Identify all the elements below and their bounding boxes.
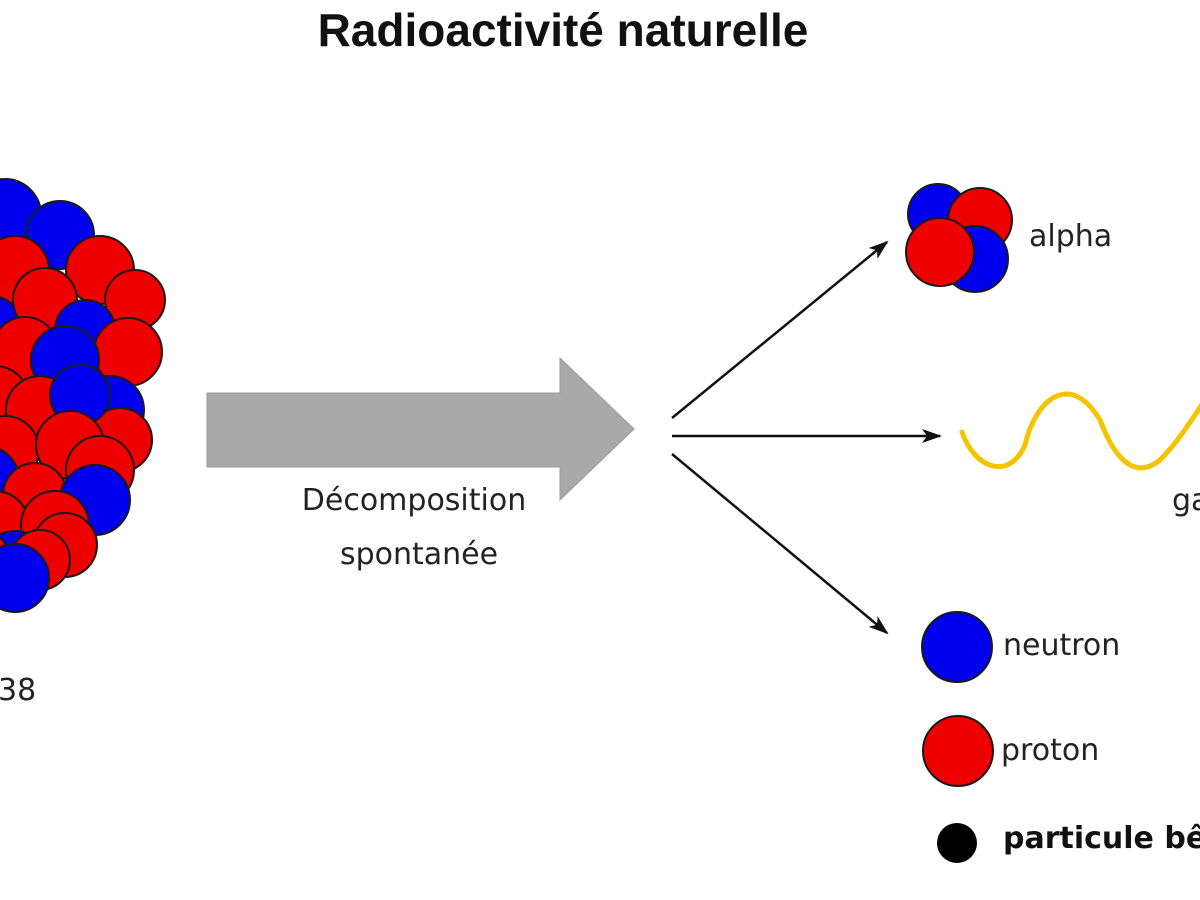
legend-proton-label: proton — [1001, 733, 1099, 768]
process-label-line2: spontanée — [340, 537, 498, 572]
legend-proton-swatch — [922, 715, 994, 787]
diagram-title: Radioactivité naturelle — [318, 4, 809, 56]
alpha-particle — [905, 183, 1013, 293]
alpha-proton-front — [905, 217, 975, 287]
gamma-wave — [959, 391, 1200, 471]
process-label-line1: Décomposition — [302, 483, 526, 518]
decay-arrow — [206, 356, 635, 502]
nucleus-label: 38 — [0, 673, 36, 708]
legend-beta-swatch — [937, 823, 977, 863]
arrow-to-alpha — [671, 240, 889, 419]
legend-beta-label: particule bê — [1003, 821, 1200, 856]
nucleus-neutron-28 — [0, 543, 50, 613]
gamma-label: ga — [1172, 483, 1200, 518]
uranium-nucleus — [0, 178, 166, 613]
legend-neutron-label: neutron — [1003, 628, 1120, 663]
alpha-label: alpha — [1029, 219, 1112, 254]
legend-neutron-swatch — [921, 611, 993, 683]
arrow-to-beta — [671, 453, 889, 635]
